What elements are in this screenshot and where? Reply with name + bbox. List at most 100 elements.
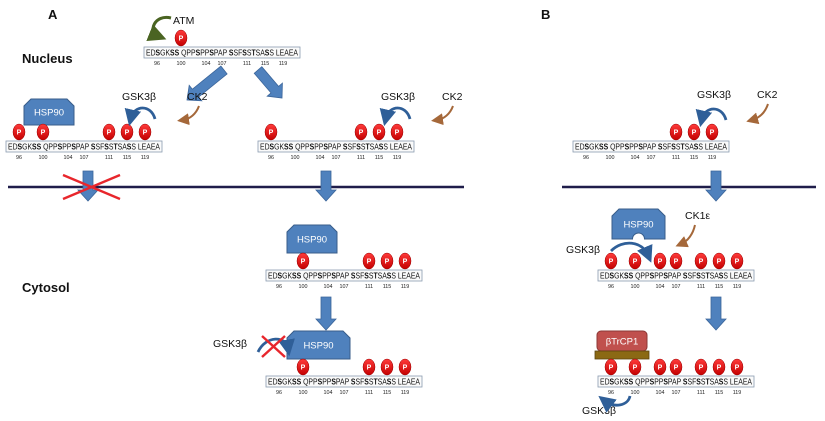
sequence-residue: SF <box>688 270 697 280</box>
residue-position: 96 <box>268 155 274 161</box>
sequence-residue: S <box>696 376 701 386</box>
gsk3b-arrow <box>695 107 728 128</box>
hsp90-box: HSP90 <box>23 98 75 126</box>
phospho-circle <box>354 123 368 141</box>
btrcp1-box: βTrCP1 <box>594 330 650 360</box>
cross-mark <box>62 173 121 201</box>
sequence-residue: S <box>356 141 361 151</box>
sequence-residue: SA <box>256 47 265 57</box>
sequence-residue: GK <box>282 376 292 386</box>
sequence-residue: S <box>683 376 688 386</box>
sequence-residue: S <box>209 47 214 57</box>
sequence-residue: PP <box>200 47 209 57</box>
residue-position: 119 <box>401 284 410 290</box>
sequence-text: EDSGKSS QPPSPPSPAP SSFSSTSASS LEAEA <box>8 141 160 151</box>
sequence-residue: S <box>278 376 283 386</box>
residue-position: 119 <box>733 390 742 396</box>
phospho-marker: P <box>398 358 412 376</box>
sequence-box <box>597 375 755 388</box>
sequence-residue: S <box>696 270 701 280</box>
residue-position: 100 <box>39 155 48 161</box>
sequence-residue: LEAEA <box>728 376 752 386</box>
sequence-residue: S <box>650 376 655 386</box>
phospho-marker: P <box>687 123 701 141</box>
residue-position: 119 <box>393 155 402 161</box>
phospho-circle <box>296 358 310 376</box>
phospho-circle <box>669 123 683 141</box>
phospho-circle <box>653 252 667 270</box>
sequence-residue: GK <box>22 141 32 151</box>
sequence-residue: S <box>391 270 396 280</box>
sequence-residue: S <box>18 141 23 151</box>
sequence-residue: SA <box>378 376 387 386</box>
sequence-box <box>597 269 755 282</box>
sequence-residue: SF <box>688 376 697 386</box>
residue-position: 96 <box>276 390 282 396</box>
sequence-residue: SS <box>284 141 293 151</box>
ck2-arrow <box>431 105 454 126</box>
sequence-text: EDSGKSS QPPSPPSPAP SSFSSTSASS LEAEA <box>268 376 420 386</box>
sequence-residue: ED <box>600 376 610 386</box>
residue-position: 111 <box>365 390 373 396</box>
phospho-label: P <box>699 259 704 266</box>
phospho-marker: P <box>174 29 188 47</box>
phospho-marker: P <box>604 252 618 270</box>
block-arrow <box>315 170 337 202</box>
block-arrow-shape <box>253 66 283 99</box>
sequence-residue: SF <box>663 141 672 151</box>
sequence-residue: S <box>638 141 643 151</box>
sequence-residue: S <box>723 376 728 386</box>
block-arrow-shape <box>315 296 337 331</box>
sequence-residue: GK <box>614 270 624 280</box>
sequence-residue: S <box>671 141 676 151</box>
sequence-residue: S <box>379 141 384 151</box>
phospho-label: P <box>359 130 364 137</box>
sequence-residue: S <box>318 376 323 386</box>
phospho-circle <box>380 252 394 270</box>
phospho-label: P <box>674 130 679 137</box>
sequence-residue: S <box>323 141 328 151</box>
ck2-arrow <box>177 105 200 126</box>
sequence-residue: GK <box>589 141 599 151</box>
phospho-label: P <box>699 365 704 372</box>
sequence-residue: SS <box>624 270 633 280</box>
sequence-residue: S <box>104 141 109 151</box>
phospho-label: P <box>717 365 722 372</box>
phospho-label: P <box>269 130 274 137</box>
sequence-residue: PAP <box>668 270 683 280</box>
residue-position: 115 <box>375 155 384 161</box>
phospho-marker: P <box>712 358 726 376</box>
sequence-residue: LEAEA <box>728 270 752 280</box>
sequence-residue: S <box>723 270 728 280</box>
sequence-residue: SA <box>685 141 694 151</box>
btrcp1-base <box>594 350 650 360</box>
sequence-residue: S <box>196 47 201 57</box>
sequence-residue: S <box>351 270 356 280</box>
sequence-residue: PAP <box>336 376 351 386</box>
phospho-circle <box>604 252 618 270</box>
sequence-residue: ED <box>268 270 278 280</box>
residue-position: 119 <box>279 61 288 67</box>
sequence-box <box>265 269 423 282</box>
phospho-marker: P <box>628 358 642 376</box>
sequence-residue: PAP <box>336 270 351 280</box>
residue-position: 107 <box>672 390 681 396</box>
sequence-residue: S <box>369 376 374 386</box>
panel-label-b: B <box>541 7 550 22</box>
residue-position: 100 <box>299 284 308 290</box>
phospho-circle <box>628 252 642 270</box>
phospho-circle <box>296 252 310 270</box>
sequence-text: EDSGKSS QPPSPPSPAP SSFSSTSASS LEAEA <box>268 270 420 280</box>
sequence-residue: SA <box>378 270 387 280</box>
sequence-residue: PP <box>62 141 71 151</box>
residue-position: 104 <box>656 390 665 396</box>
sequence-residue: S <box>265 47 270 57</box>
phospho-circle <box>12 123 26 141</box>
sequence-residue: QPP <box>41 141 58 151</box>
gsk3b-label: GSK3β <box>381 91 415 103</box>
gsk3b-label: GSK3β <box>566 244 600 256</box>
phospho-marker: P <box>712 252 726 270</box>
